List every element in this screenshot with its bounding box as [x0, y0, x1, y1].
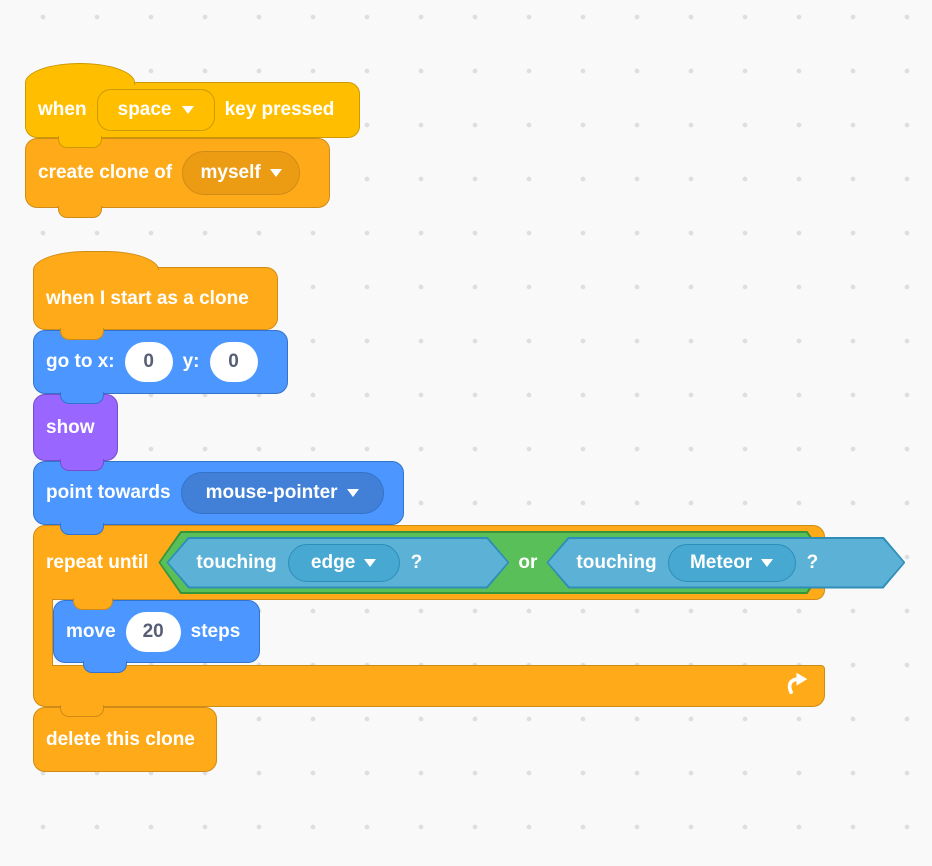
block-label: create clone of [38, 162, 173, 183]
point-target-value: mouse-pointer [205, 482, 338, 503]
question-mark-label: ? [410, 551, 423, 573]
connector-bump [60, 523, 104, 535]
hat-dome [25, 63, 135, 85]
block-go-to-xy[interactable]: go to x: 0 y: 0 [33, 330, 288, 404]
block-label: when I start as a clone [46, 287, 249, 309]
block-when-start-as-clone[interactable]: when I start as a clone [33, 251, 278, 340]
clone-target-dropdown[interactable]: myself [182, 151, 301, 195]
touching-edge-block[interactable]: touching edge ? [166, 537, 509, 589]
dropdown-arrow-icon [181, 106, 194, 114]
key-dropdown-value: space [117, 99, 172, 120]
block-point-towards[interactable]: point towards mouse-pointer [33, 461, 404, 535]
block-move-steps[interactable]: move 20 steps [53, 600, 260, 673]
block-delete-this-clone[interactable]: delete this clone [33, 707, 217, 772]
block-label: move [66, 620, 116, 642]
connector-bump [60, 328, 104, 340]
block-label: steps [190, 620, 241, 642]
c-mouth-connector-bump [73, 598, 113, 610]
question-mark-label: ? [806, 551, 819, 573]
connector-bump [58, 136, 102, 148]
x-input[interactable]: 0 [124, 342, 173, 382]
y-value: 0 [228, 351, 239, 372]
touching-meteor-block[interactable]: touching Meteor ? [546, 537, 905, 589]
steps-value: 20 [142, 620, 164, 642]
connector-bump [83, 661, 127, 673]
touching-target-value: Meteor [689, 551, 753, 573]
dropdown-arrow-icon [346, 489, 359, 497]
dropdown-arrow-icon [761, 558, 774, 567]
hat-dome [33, 251, 159, 270]
or-operator-block[interactable]: touching edge ? or touching Meteor ? [158, 531, 829, 594]
block-label: repeat until [46, 551, 149, 573]
block-label: when [38, 99, 87, 120]
key-dropdown[interactable]: space [96, 89, 215, 131]
block-repeat-until[interactable]: repeat until touching edge ? or touching… [33, 525, 825, 610]
block-label: delete this clone [46, 728, 195, 750]
block-label: go to x: [46, 351, 115, 372]
block-label: touching [576, 551, 657, 573]
block-label: touching [196, 551, 277, 573]
touching-target-value: edge [310, 551, 356, 573]
block-label: point towards [46, 482, 171, 503]
block-repeat-until-footer[interactable] [33, 665, 825, 717]
y-input[interactable]: 0 [209, 342, 258, 382]
block-create-clone-of[interactable]: create clone of myself [25, 138, 330, 218]
or-label: or [518, 551, 538, 573]
x-value: 0 [143, 351, 154, 372]
connector-bump [60, 705, 104, 717]
connector-bump [60, 392, 104, 404]
steps-input[interactable]: 20 [125, 611, 181, 652]
loop-arrow-icon [784, 670, 810, 702]
dropdown-arrow-icon [269, 169, 282, 177]
point-target-dropdown[interactable]: mouse-pointer [180, 472, 384, 514]
block-label: key pressed [224, 99, 335, 120]
touching-target-dropdown[interactable]: Meteor [667, 543, 796, 582]
clone-target-value: myself [200, 162, 261, 183]
dropdown-arrow-icon [364, 558, 377, 567]
block-when-key-pressed[interactable]: when space key pressed [25, 63, 360, 148]
block-repeat-until-arm[interactable] [33, 599, 53, 666]
connector-bump [60, 459, 104, 471]
connector-bump [58, 206, 102, 218]
block-label: show [46, 416, 95, 438]
touching-target-dropdown[interactable]: edge [287, 543, 400, 582]
block-label: y: [182, 351, 200, 372]
block-show[interactable]: show [33, 394, 118, 471]
